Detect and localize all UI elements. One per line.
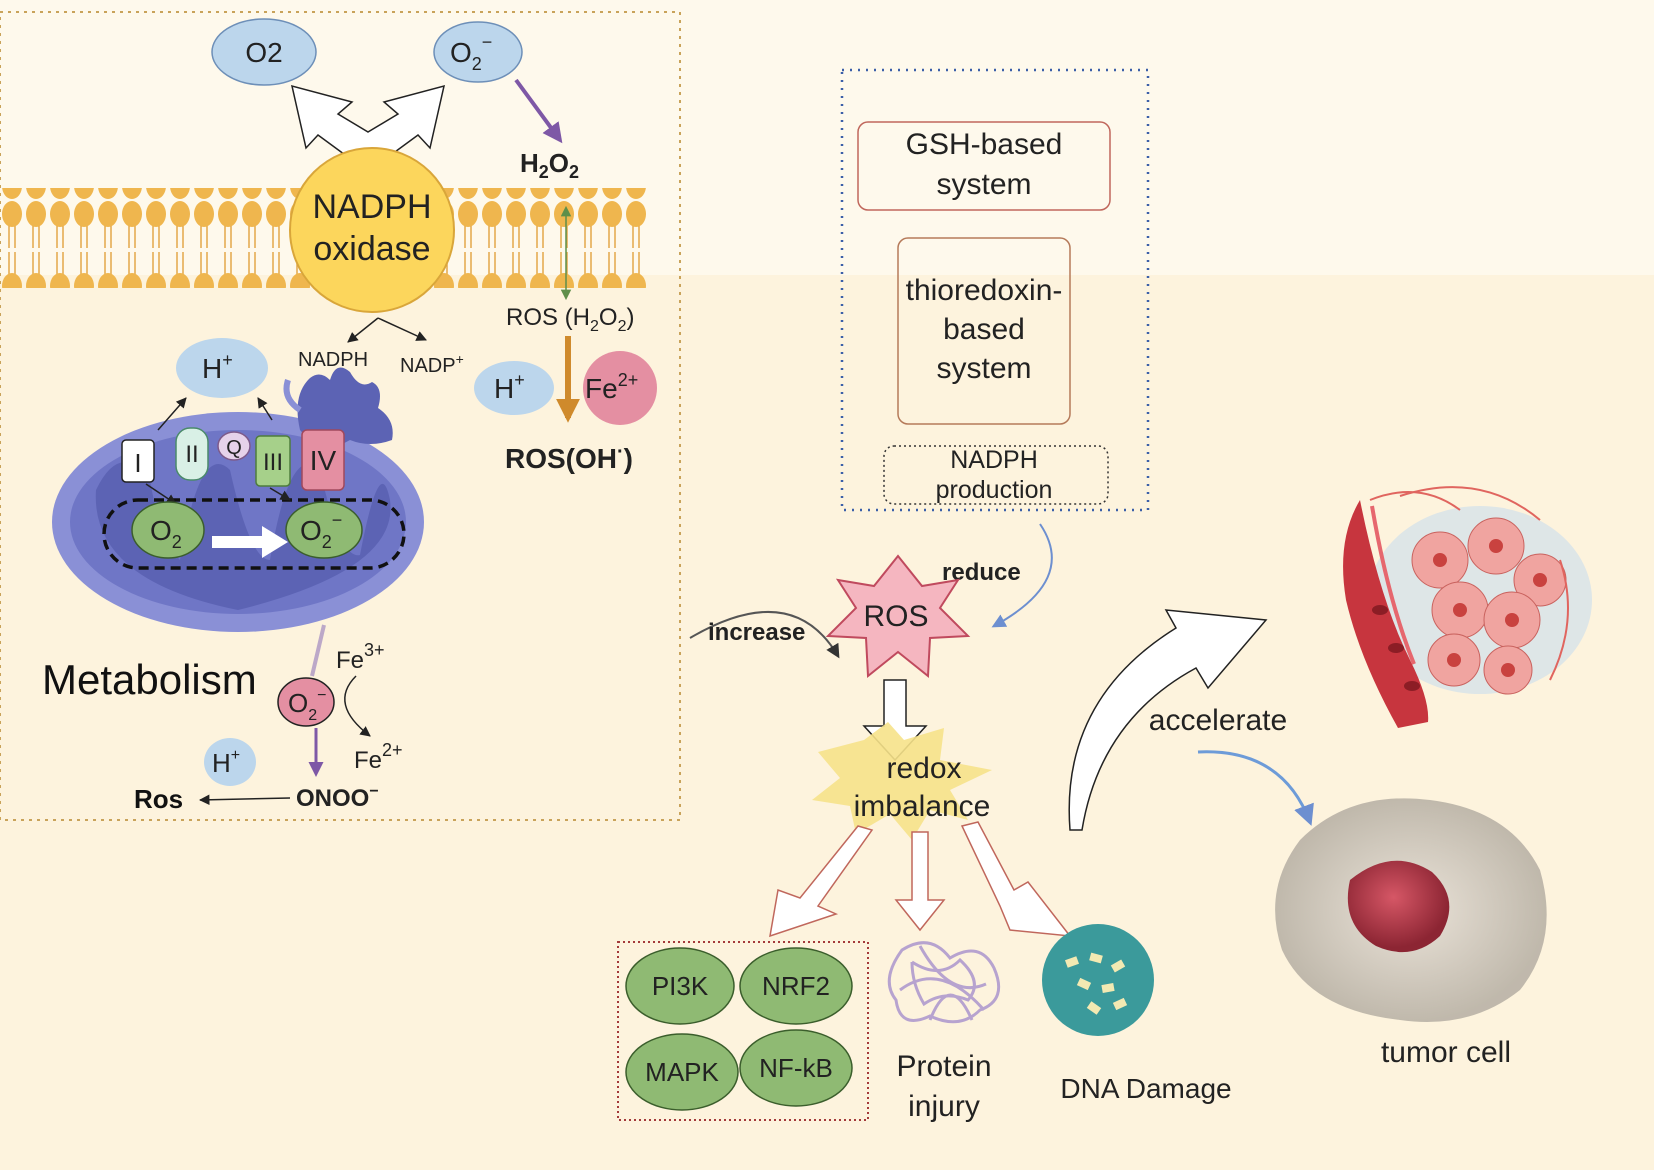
- ros-oh-label: ROS(OH·): [505, 441, 633, 474]
- mito-to-metabolism-arrow: [310, 624, 326, 677]
- ros-h2o2-label: ROS (H2O2): [506, 304, 634, 335]
- metabolism-label: Metabolism: [42, 656, 257, 703]
- o2-oval: [211, 18, 317, 86]
- proton-label-top: H+: [494, 370, 525, 404]
- thioredoxin-line2: based: [943, 313, 1025, 346]
- redox-burst: [812, 722, 992, 840]
- nfkb-oval: [739, 1029, 853, 1107]
- nadp-label: NADP+: [400, 351, 464, 377]
- signaling-box: [617, 941, 869, 1121]
- protein-line2: injury: [908, 1090, 980, 1123]
- thioredoxin-line3: system: [936, 352, 1031, 385]
- proton-oval-top: [474, 361, 554, 415]
- gsh-system-box: [857, 121, 1111, 211]
- superoxide-to-h2o2-arrow: [514, 78, 563, 144]
- redox-line2: imbalance: [854, 790, 991, 823]
- mito-o2-oval: [131, 501, 205, 559]
- complex-1-label: I: [134, 448, 141, 478]
- tumor-cell-label: tumor cell: [1381, 1036, 1511, 1069]
- protein-line1: Protein: [896, 1050, 991, 1083]
- increase-label: increase: [708, 619, 805, 646]
- mito-o2-label: O2: [150, 515, 182, 552]
- gsh-line2: system: [936, 168, 1031, 201]
- accelerate-label: accelerate: [1149, 704, 1287, 737]
- accelerate-arrow: [1068, 609, 1268, 831]
- redox-line1: redox: [886, 752, 961, 785]
- nrf2-oval: [739, 947, 853, 1025]
- complex-3-label: III: [263, 449, 283, 476]
- redox-to-protein-arrow: [894, 831, 946, 932]
- nrf2-label: NRF2: [762, 971, 830, 1001]
- thioredoxin-system-box: [897, 237, 1071, 425]
- tumor-vessel-illustration: [1343, 486, 1592, 728]
- nadp-arrow: [377, 317, 427, 341]
- dna-damage-label: DNA Damage: [1060, 1073, 1231, 1104]
- mito-proton-label: H+: [202, 350, 233, 384]
- metabolism-proton-oval: [204, 738, 256, 786]
- onoo-label: ONOO−: [296, 783, 379, 812]
- nadph-oxidase-line2: oxidase: [313, 230, 430, 268]
- nadph-arrow: [347, 317, 379, 343]
- superoxide-label: O2−: [450, 32, 492, 74]
- gsh-line1: GSH-based: [906, 128, 1063, 161]
- onoo-to-ros-arrow: [198, 794, 291, 806]
- ferrous-circle: [583, 351, 657, 425]
- ros-star-label: ROS: [863, 600, 928, 633]
- complex-2-label: II: [185, 441, 198, 468]
- pi3k-oval: [625, 947, 735, 1025]
- nadph-oxidase-line1: NADPH: [312, 188, 431, 226]
- nadph-production-line1: NADPH: [950, 446, 1038, 474]
- thioredoxin-line1: thioredoxin-: [906, 274, 1063, 307]
- mito-white-arrow: [212, 526, 288, 558]
- increase-arrow: [689, 610, 840, 659]
- mapk-oval: [625, 1033, 739, 1111]
- complex-4-label: IV: [310, 445, 337, 476]
- metabolism-ferrous-label: Fe2+: [354, 740, 403, 774]
- complex-1: [121, 439, 155, 483]
- metabolism-superoxide-label: O2−: [288, 687, 326, 724]
- ros-star: [825, 554, 971, 678]
- superoxide-oval: [433, 21, 523, 83]
- antioxidant-panel-border: [840, 68, 1150, 512]
- complex3-to-superoxide-arrow: [269, 487, 291, 501]
- complex-4: [301, 429, 345, 491]
- pi3k-label: PI3K: [652, 971, 709, 1001]
- metabolism-superoxide-oval: [277, 677, 335, 727]
- complex-3: [255, 435, 291, 487]
- metabolism-ros-label: Ros: [134, 784, 183, 814]
- nadph-oxidase: [289, 147, 455, 313]
- coenzyme-q: [217, 431, 251, 461]
- nfkb-label: NF-kB: [759, 1053, 833, 1083]
- ferrous-label: Fe2+: [585, 370, 638, 404]
- redox-to-signaling-arrow: [769, 825, 874, 938]
- nadph-production-box: [883, 445, 1109, 505]
- coenzyme-q-label: Q: [226, 437, 242, 459]
- tumor-cell-arrow: [1197, 750, 1314, 826]
- dna-fragments: [1064, 952, 1128, 1015]
- complex1-to-o2-arrow: [145, 483, 177, 505]
- mito-inner-dashed: [102, 498, 406, 570]
- reduce-arrow: [991, 523, 1053, 628]
- complex3-proton-arrow: [257, 397, 273, 421]
- ferric-to-ferrous-arrow: [344, 675, 371, 737]
- nadph-label: NADPH: [298, 349, 368, 371]
- metabolism-proton-label: H+: [212, 747, 240, 778]
- mito-superoxide-label: O2−: [300, 510, 342, 552]
- mito-proton-oval: [176, 338, 268, 398]
- h2o2-label: H2O2: [520, 148, 579, 182]
- tumor-cell-illustration: [1275, 798, 1547, 1022]
- complex-2: [175, 427, 209, 481]
- dna-damage-cell: [1042, 924, 1154, 1036]
- oxidase-white-arrows: [290, 84, 446, 161]
- complex1-proton-arrow: [157, 397, 187, 431]
- mito-superoxide-oval: [285, 501, 363, 559]
- o2-label: O2: [245, 37, 282, 68]
- protein-tangle: [887, 941, 1001, 1024]
- redox-to-dna-arrow: [960, 821, 1072, 937]
- ferric-label: Fe3+: [336, 640, 385, 674]
- mapk-label: MAPK: [645, 1057, 719, 1087]
- nadph-production-line2: production: [936, 476, 1053, 504]
